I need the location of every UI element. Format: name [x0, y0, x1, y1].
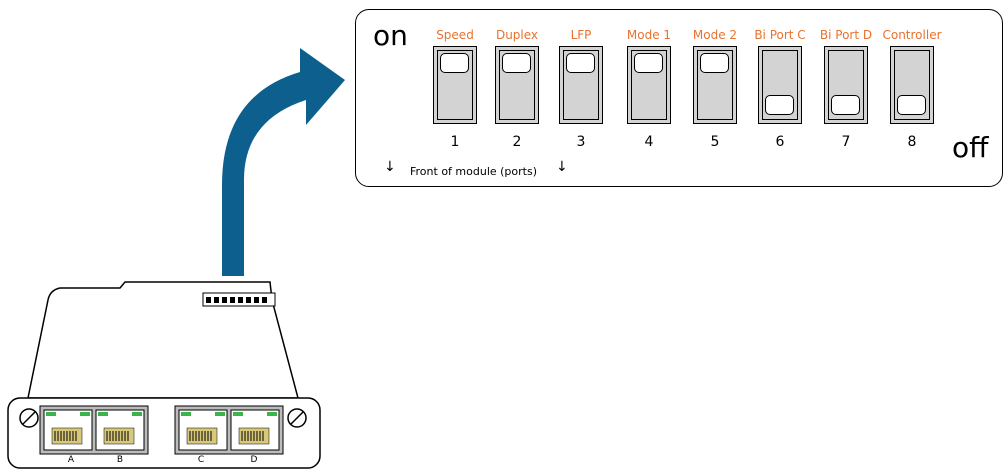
switch-knob — [897, 95, 926, 115]
port-label-d: D — [250, 455, 258, 465]
switch-7-number: 7 — [841, 134, 851, 150]
dip-switch-8[interactable] — [890, 46, 934, 124]
switch-8-name: Controller — [882, 28, 942, 42]
curved-arrow — [222, 48, 345, 276]
dip-switch-1[interactable] — [433, 46, 477, 124]
switch-8-number: 8 — [907, 134, 917, 150]
front-arrow-right-icon: ↓ — [556, 159, 568, 175]
port-a — [43, 409, 93, 451]
switch-knob — [566, 53, 595, 73]
switch-7-name: Bi Port D — [819, 28, 873, 42]
dip-switch-3[interactable] — [559, 46, 603, 124]
switch-5-name: Mode 2 — [692, 28, 738, 42]
screw-right-icon — [287, 408, 307, 428]
switch-knob — [502, 53, 531, 73]
port-b — [95, 409, 145, 451]
switch-4-number: 4 — [644, 134, 654, 150]
off-label: off — [952, 131, 989, 164]
dip-switch-6[interactable] — [758, 46, 802, 124]
front-arrow-left-icon: ↓ — [384, 159, 396, 175]
switch-1-number: 1 — [450, 134, 460, 150]
switch-3-number: 3 — [576, 134, 586, 150]
dip-switch-5[interactable] — [693, 46, 737, 124]
switch-knob — [765, 95, 794, 115]
switch-6-number: 6 — [775, 134, 785, 150]
switch-5-number: 5 — [710, 134, 720, 150]
module-illustration — [7, 281, 321, 469]
on-label: on — [373, 19, 408, 52]
switch-knob — [831, 95, 860, 115]
switch-3-name: LFP — [570, 28, 592, 42]
port-pins — [54, 431, 264, 441]
front-of-module-label: Front of module (ports) — [410, 165, 537, 178]
port-label-a: A — [67, 455, 75, 465]
switch-6-name: Bi Port C — [754, 28, 806, 42]
switch-4-name: Mode 1 — [626, 28, 672, 42]
dip-switch-4[interactable] — [627, 46, 671, 124]
switch-knob — [700, 53, 729, 73]
port-label-c: C — [197, 455, 205, 465]
module-dip-switches — [206, 297, 267, 303]
screw-left-icon — [19, 408, 39, 428]
dip-switch-7[interactable] — [824, 46, 868, 124]
switch-2-name: Duplex — [495, 28, 539, 42]
port-d — [230, 409, 280, 451]
port-label-b: B — [116, 455, 124, 465]
switch-2-number: 2 — [512, 134, 522, 150]
port-c — [178, 409, 228, 451]
dip-switch-2[interactable] — [495, 46, 539, 124]
module-body — [27, 281, 299, 399]
switch-1-name: Speed — [436, 28, 474, 42]
switch-knob — [440, 53, 469, 73]
switch-knob — [634, 53, 663, 73]
